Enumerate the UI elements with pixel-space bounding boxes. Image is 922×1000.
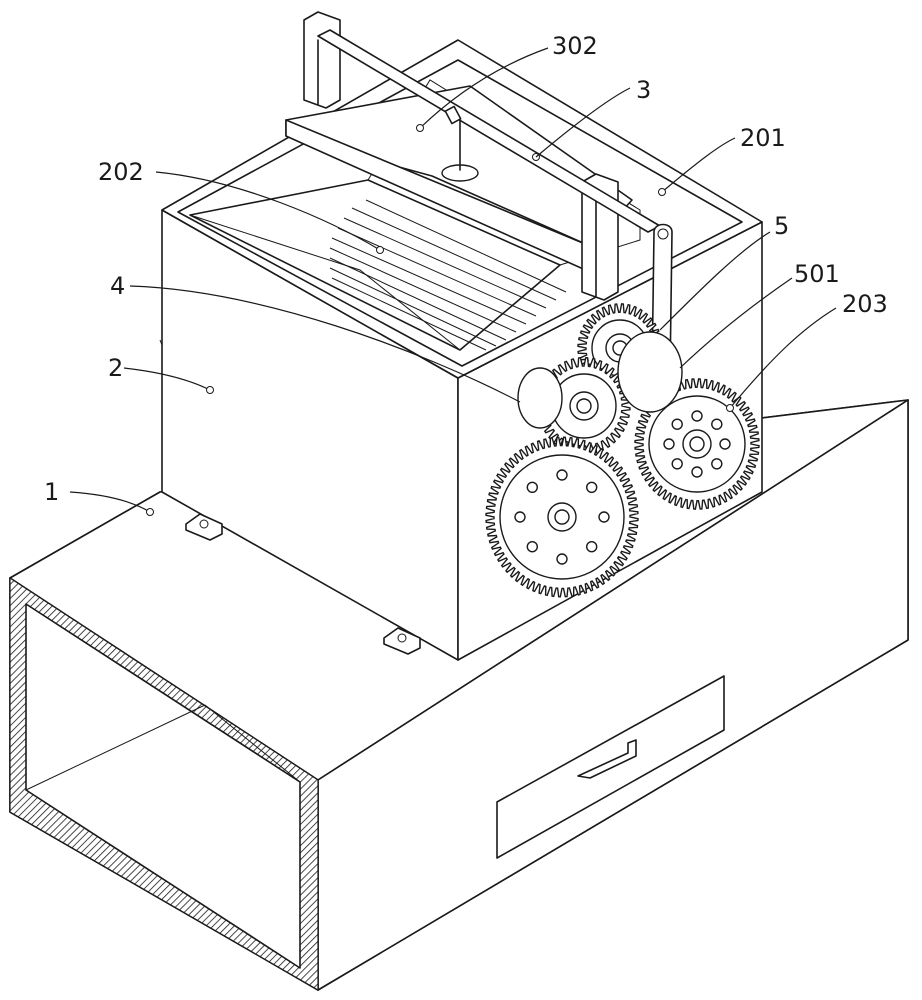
callout-1: 1 (44, 478, 59, 506)
drive-hub (517, 367, 563, 429)
gear-train (485, 303, 760, 598)
lid-plate (285, 85, 633, 273)
small-gear-middle (537, 356, 631, 456)
large-gear-right (634, 378, 760, 510)
mounting-bracket-1 (185, 513, 223, 541)
callout-202: 202 (98, 158, 144, 186)
leaders (69, 47, 837, 516)
callout-203: 203 (842, 290, 888, 318)
callout-501: 501 (794, 260, 840, 288)
handle-frame (303, 11, 661, 301)
drawer-handle (577, 739, 637, 779)
callout-201: 201 (740, 124, 786, 152)
eccentric-disk (617, 331, 683, 413)
drawer (496, 675, 725, 859)
large-gear-lower (485, 436, 639, 598)
callout-3: 3 (636, 76, 651, 104)
callout-4: 4 (110, 272, 125, 300)
comb-tines (329, 199, 567, 351)
callout-302: 302 (552, 32, 598, 60)
callout-5: 5 (774, 212, 789, 240)
callout-2: 2 (108, 354, 123, 382)
mounting-bracket-2 (383, 627, 421, 655)
